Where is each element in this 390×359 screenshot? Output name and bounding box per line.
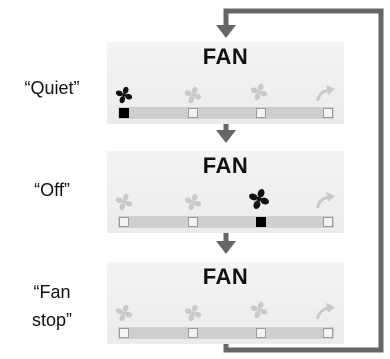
state-label-fan-stop: “Fan stop” <box>2 278 102 334</box>
level-bar <box>118 107 334 119</box>
level-segment <box>188 108 198 118</box>
fan-icon <box>250 301 268 319</box>
fan-icon <box>115 304 133 322</box>
level-segment <box>256 217 266 227</box>
level-segment <box>188 328 198 338</box>
panel-title: FAN <box>202 264 249 289</box>
auto-arrow-icon <box>316 85 335 101</box>
panel-title: FAN <box>202 44 249 69</box>
auto-arrow-icon <box>316 192 335 208</box>
state-label-quiet: “Quiet” <box>24 78 80 98</box>
down-arrow-head-2 <box>216 241 236 254</box>
level-segment <box>119 328 129 338</box>
down-arrow-head-1 <box>216 130 236 143</box>
fan-icon <box>250 83 268 101</box>
state-label-line: stop” <box>31 310 73 330</box>
fan-panel-off: FAN <box>107 151 344 233</box>
level-bar <box>118 216 334 228</box>
level-segment <box>323 217 333 227</box>
panel-title: FAN <box>202 153 249 178</box>
fan-panel-quiet: FAN <box>107 42 344 124</box>
fan-icon <box>115 86 133 104</box>
auto-arrow-icon <box>316 303 335 319</box>
level-segment <box>119 108 129 118</box>
level-bar <box>118 327 334 339</box>
loop-arrow-line <box>223 8 384 353</box>
state-label-off: “Off” <box>34 180 70 200</box>
fan-panel-fan-stop: FAN <box>107 262 344 344</box>
fan-icon <box>115 193 133 211</box>
fan-icon <box>249 189 269 209</box>
level-segment <box>323 108 333 118</box>
fan-icon <box>184 193 202 211</box>
fan-icon <box>184 86 202 104</box>
level-segment <box>256 108 266 118</box>
level-segment <box>119 217 129 227</box>
loop-arrow-head <box>216 25 236 38</box>
fan-icon <box>184 304 202 322</box>
level-segment <box>323 328 333 338</box>
state-label-line: “Fan <box>33 282 71 302</box>
level-segment <box>256 328 266 338</box>
level-segment <box>188 217 198 227</box>
